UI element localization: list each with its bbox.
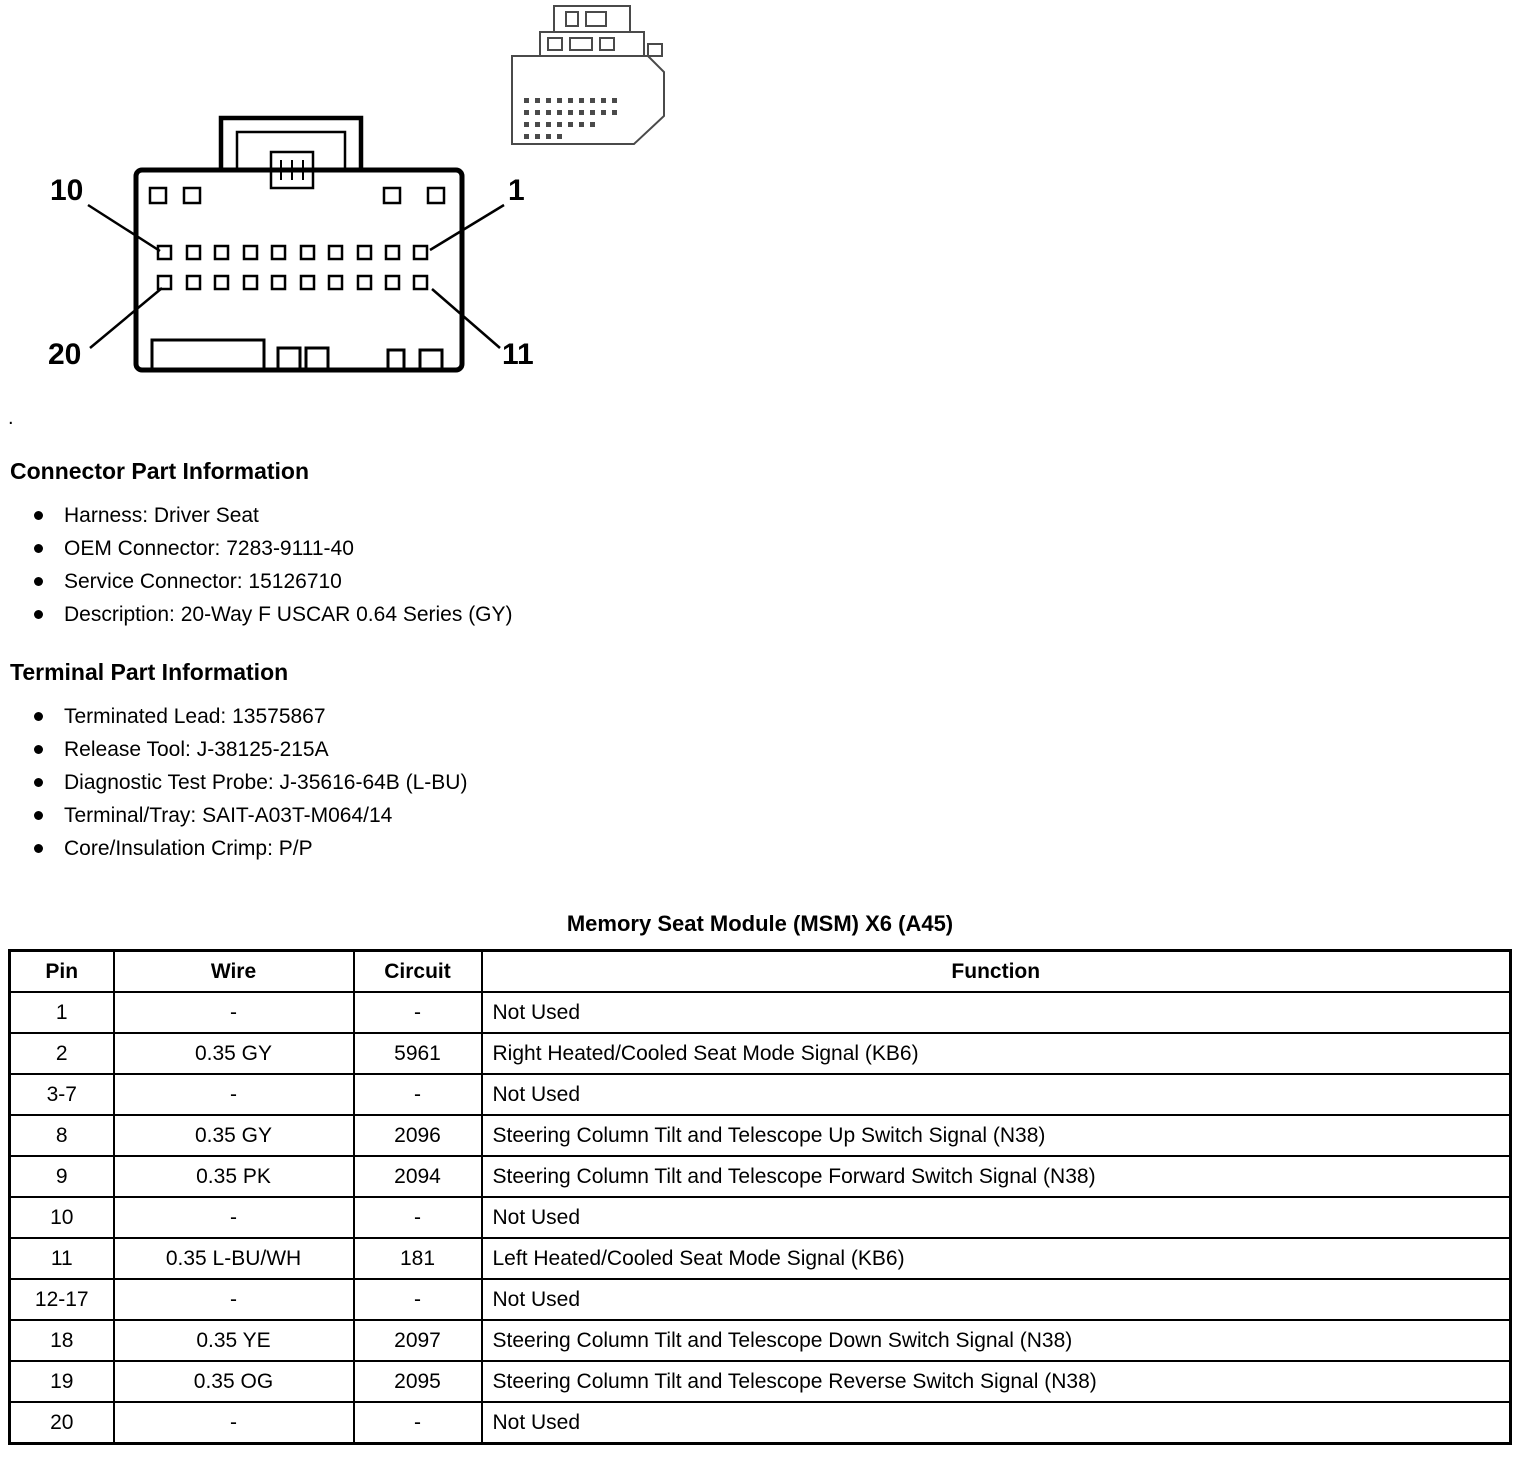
list-item: Terminal/Tray: SAIT-A03T-M064/14 bbox=[0, 799, 1520, 832]
table-row: 3-7 - - Not Used bbox=[8, 1073, 1512, 1116]
circuit-cell: - bbox=[352, 1401, 483, 1445]
function-column-header: Function bbox=[480, 949, 1512, 993]
connector-diagram-svg: 10 1 20 11 bbox=[48, 5, 665, 373]
wire-cell: - bbox=[112, 1073, 355, 1116]
pin-cell: 3-7 bbox=[8, 1073, 115, 1116]
circuit-cell: - bbox=[352, 1196, 483, 1239]
pin-label-1: 1 bbox=[508, 174, 525, 207]
list-item: Service Connector: 15126710 bbox=[0, 565, 1520, 598]
list-item: Harness: Driver Seat bbox=[0, 499, 1520, 532]
circuit-cell: - bbox=[352, 991, 483, 1034]
function-cell: Steering Column Tilt and Telescope Down … bbox=[480, 1319, 1512, 1362]
wire-cell: 0.35 GY bbox=[112, 1032, 355, 1075]
top-index-tabs bbox=[148, 186, 446, 205]
wire-cell: - bbox=[112, 1401, 355, 1445]
function-cell: Steering Column Tilt and Telescope Forwa… bbox=[480, 1155, 1512, 1198]
list-item: Description: 20-Way F USCAR 0.64 Series … bbox=[0, 598, 1520, 631]
pin-label-10: 10 bbox=[50, 174, 83, 207]
circuit-cell: 2094 bbox=[352, 1155, 483, 1198]
connector-3d-view-icon bbox=[511, 5, 665, 145]
list-item: Terminated Lead: 13575867 bbox=[0, 700, 1520, 733]
terminal-hole-grid bbox=[524, 98, 617, 139]
table-row: 20 - - Not Used bbox=[8, 1401, 1512, 1445]
wire-cell: 0.35 PK bbox=[112, 1155, 355, 1198]
table-row: 19 0.35 OG 2095 Steering Column Tilt and… bbox=[8, 1360, 1512, 1403]
wire-cell: - bbox=[112, 1278, 355, 1321]
bottom-keying-slots bbox=[150, 338, 444, 368]
connector-diagram: 10 1 20 11 bbox=[0, 0, 1520, 408]
table-row: 18 0.35 YE 2097 Steering Column Tilt and… bbox=[8, 1319, 1512, 1362]
table-row: 12-17 - - Not Used bbox=[8, 1278, 1512, 1321]
terminal-part-info-heading: Terminal Part Information bbox=[10, 659, 289, 685]
pin-column-header: Pin bbox=[8, 949, 115, 993]
stray-mark: . bbox=[8, 407, 14, 429]
function-cell: Steering Column Tilt and Telescope Rever… bbox=[480, 1360, 1512, 1403]
function-cell: Not Used bbox=[480, 991, 1512, 1034]
wire-cell: 0.35 YE bbox=[112, 1319, 355, 1362]
function-cell: Not Used bbox=[480, 1278, 1512, 1321]
list-item: OEM Connector: 7283-9111-40 bbox=[0, 532, 1520, 565]
pin-cell: 2 bbox=[8, 1032, 115, 1075]
pin-cell: 8 bbox=[8, 1114, 115, 1157]
pin-cavity-row-2 bbox=[156, 274, 429, 291]
pin-cell: 19 bbox=[8, 1360, 115, 1403]
circuit-cell: - bbox=[352, 1278, 483, 1321]
pin-cell: 12-17 bbox=[8, 1278, 115, 1321]
wire-cell: 0.35 L-BU/WH bbox=[112, 1237, 355, 1280]
pin-label-20: 20 bbox=[48, 338, 81, 371]
table-row: 8 0.35 GY 2096 Steering Column Tilt and … bbox=[8, 1114, 1512, 1157]
table-row: 1 - - Not Used bbox=[8, 991, 1512, 1034]
pin-cavity-row-1 bbox=[156, 244, 429, 261]
pinout-table-title: Memory Seat Module (MSM) X6 (A45) bbox=[566, 911, 954, 936]
table-row: 2 0.35 GY 5961 Right Heated/Cooled Seat … bbox=[8, 1032, 1512, 1075]
list-item: Diagnostic Test Probe: J-35616-64B (L-BU… bbox=[0, 766, 1520, 799]
pin-cell: 11 bbox=[8, 1237, 115, 1280]
circuit-cell: 2096 bbox=[352, 1114, 483, 1157]
pin-callouts: 10 1 20 11 bbox=[48, 174, 534, 371]
connector-part-info-list: Harness: Driver Seat OEM Connector: 7283… bbox=[0, 499, 1520, 631]
circuit-cell: 2097 bbox=[352, 1319, 483, 1362]
circuit-cell: - bbox=[352, 1073, 483, 1116]
wire-cell: 0.35 OG bbox=[112, 1360, 355, 1403]
pin-cell: 9 bbox=[8, 1155, 115, 1198]
pinout-table: Pin Wire Circuit Function 1 - - Not Used… bbox=[8, 949, 1512, 1445]
function-cell: Left Heated/Cooled Seat Mode Signal (KB6… bbox=[480, 1237, 1512, 1280]
pin-cell: 20 bbox=[8, 1401, 115, 1445]
table-header-row: Pin Wire Circuit Function bbox=[8, 949, 1512, 993]
function-cell: Not Used bbox=[480, 1401, 1512, 1445]
terminal-part-info-list: Terminated Lead: 13575867 Release Tool: … bbox=[0, 700, 1520, 865]
function-cell: Not Used bbox=[480, 1073, 1512, 1116]
circuit-cell: 181 bbox=[352, 1237, 483, 1280]
list-item: Core/Insulation Crimp: P/P bbox=[0, 832, 1520, 865]
wire-cell: - bbox=[112, 1196, 355, 1239]
function-cell: Not Used bbox=[480, 1196, 1512, 1239]
pin-label-11: 11 bbox=[502, 338, 534, 371]
function-cell: Right Heated/Cooled Seat Mode Signal (KB… bbox=[480, 1032, 1512, 1075]
table-row: 9 0.35 PK 2094 Steering Column Tilt and … bbox=[8, 1155, 1512, 1198]
connector-face-view bbox=[133, 115, 465, 373]
connector-part-info-heading: Connector Part Information bbox=[10, 458, 310, 484]
circuit-column-header: Circuit bbox=[352, 949, 483, 993]
pin-cell: 1 bbox=[8, 991, 115, 1034]
list-item: Release Tool: J-38125-215A bbox=[0, 733, 1520, 766]
pin-cell: 10 bbox=[8, 1196, 115, 1239]
pin-cell: 18 bbox=[8, 1319, 115, 1362]
circuit-cell: 5961 bbox=[352, 1032, 483, 1075]
function-cell: Steering Column Tilt and Telescope Up Sw… bbox=[480, 1114, 1512, 1157]
table-row: 11 0.35 L-BU/WH 181 Left Heated/Cooled S… bbox=[8, 1237, 1512, 1280]
wire-cell: - bbox=[112, 991, 355, 1034]
circuit-cell: 2095 bbox=[352, 1360, 483, 1403]
wire-cell: 0.35 GY bbox=[112, 1114, 355, 1157]
table-row: 10 - - Not Used bbox=[8, 1196, 1512, 1239]
wire-column-header: Wire bbox=[112, 949, 355, 993]
